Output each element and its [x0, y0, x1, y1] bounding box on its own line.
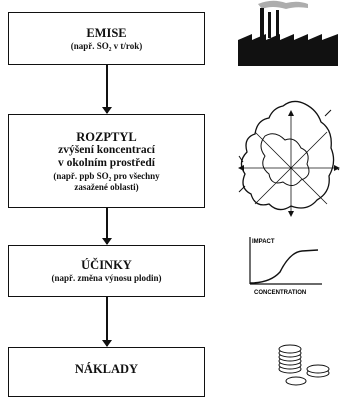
rozptyl-title: ROZPTYL [76, 129, 137, 144]
coins-icon [278, 344, 330, 386]
rozptyl-subtitle-1: (např. ppb SO₂ pro všechny [53, 170, 160, 181]
impact-curve-icon: IMPACT CONCENTRATION [249, 237, 322, 296]
naklady-title: NÁKLADY [74, 362, 139, 376]
emise-title: EMISE [86, 25, 127, 40]
europe-map-icon [238, 100, 340, 217]
rozptyl-line-1: zvýšení koncentrací [58, 143, 155, 156]
rozptyl-subtitle-2: zasažené oblasti) [74, 181, 139, 192]
arrow-emise-rozptyl [102, 65, 112, 114]
factory-icon [238, 0, 338, 66]
concentration-label: CONCENTRATION [254, 290, 306, 296]
ucinky-box: ÚČINKY (např. změna výnosu plodin) [8, 245, 205, 297]
emise-box: EMISE (např. SO₂ v t/rok) [8, 12, 205, 65]
rozptyl-line-2: v okolním prostředí [58, 156, 155, 169]
arrow-rozptyl-ucinky [102, 208, 112, 245]
ucinky-subtitle: (např. změna výnosu plodin) [51, 273, 162, 283]
emise-subtitle: (např. SO₂ v t/rok) [70, 40, 143, 51]
rozptyl-box: ROZPTYL zvýšení koncentrací v okolním pr… [8, 114, 205, 208]
ucinky-title: ÚČINKY [81, 258, 132, 272]
impact-label: IMPACT [252, 239, 275, 245]
naklady-box: NÁKLADY [8, 347, 205, 397]
arrow-ucinky-naklady [102, 297, 112, 347]
